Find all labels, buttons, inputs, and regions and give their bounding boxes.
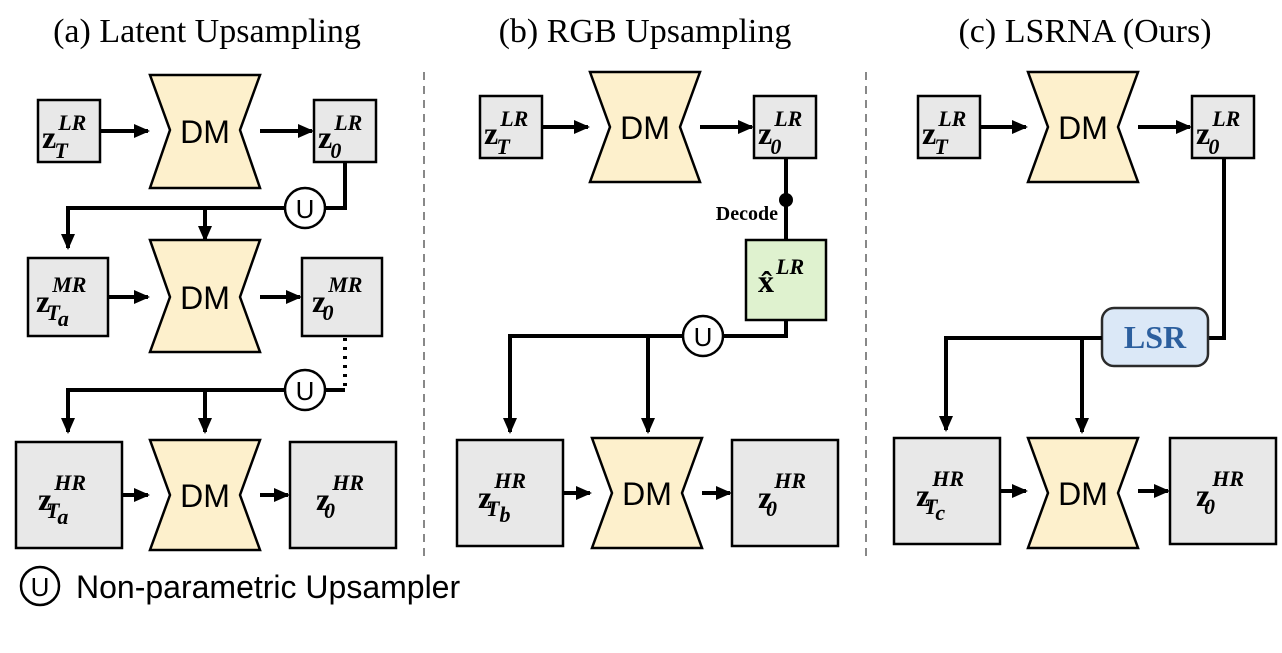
upsampler-a1-symbol: U [296,194,315,224]
legend: U Non-parametric Upsampler [19,565,460,607]
box-z0-LR-c [1190,94,1256,160]
line-u1-to-zTa-MR [61,206,284,250]
decode-node [779,193,793,207]
dm-label-b1: DM [620,110,670,146]
title-latent-upsampling: (a) Latent Upsampling [53,13,361,50]
dm-label-a2: DM [180,280,230,316]
dm-label-a1: DM [180,114,230,150]
box-zTc-HR [892,436,1002,546]
box-z0-HR-c [1168,436,1278,546]
box-z0-LR-a [312,98,378,164]
line-x-to-u-b [724,320,788,338]
box-zTa-MR [26,256,110,338]
dm-block-a2 [148,238,262,354]
dm-block-b1 [588,70,702,184]
box-x-hat-LR [744,238,828,322]
box-zTa-HR [14,440,124,550]
dm-block-c1 [1026,70,1140,184]
legend-text: Non-parametric Upsampler [76,569,460,605]
box-z0-MR [300,256,384,338]
line-z0-to-lsr [1208,158,1226,340]
box-z0-HR-a [288,440,398,550]
dm-block-b2 [590,436,704,550]
legend-upsampler-icon [19,565,61,607]
box-z0-LR-b [752,94,818,160]
lsr-label: LSR [1124,319,1187,355]
upsampler-b-symbol: U [694,322,713,352]
line-u-to-zTb-HR [503,334,682,434]
dm-block-c2 [1026,436,1140,550]
dm-label-b2: DM [622,476,672,512]
title-rgb-upsampling: (b) RGB Upsampling [499,13,792,50]
dm-label-c2: DM [1058,476,1108,512]
dm-block-a1 [148,73,262,190]
line-a-to-u1 [326,162,347,210]
box-zT-LR-a [36,98,102,164]
dm-block-a3 [148,438,262,552]
box-zTb-HR [455,438,565,548]
decode-label: Decode [716,203,778,225]
box-zT-LR-c [916,94,982,160]
box-zT-LR-b [478,94,544,160]
dm-label-a3: DM [180,478,230,514]
legend-upsampler-symbol: U [31,572,50,602]
upsampler-b [681,314,725,358]
upsampler-a2-symbol: U [296,376,315,406]
line-lsr-to-zTc-HR [939,336,1102,432]
upsampler-a1 [283,186,327,230]
title-lsrna: (c) LSRNA (Ours) [958,13,1211,50]
upsampler-a2 [283,368,327,412]
dm-label-c1: DM [1058,110,1108,146]
label-x-hat-LR: x̂LR [758,254,804,299]
box-z0-HR-b [730,438,840,548]
line-u2-to-zTa-HR [61,388,284,434]
